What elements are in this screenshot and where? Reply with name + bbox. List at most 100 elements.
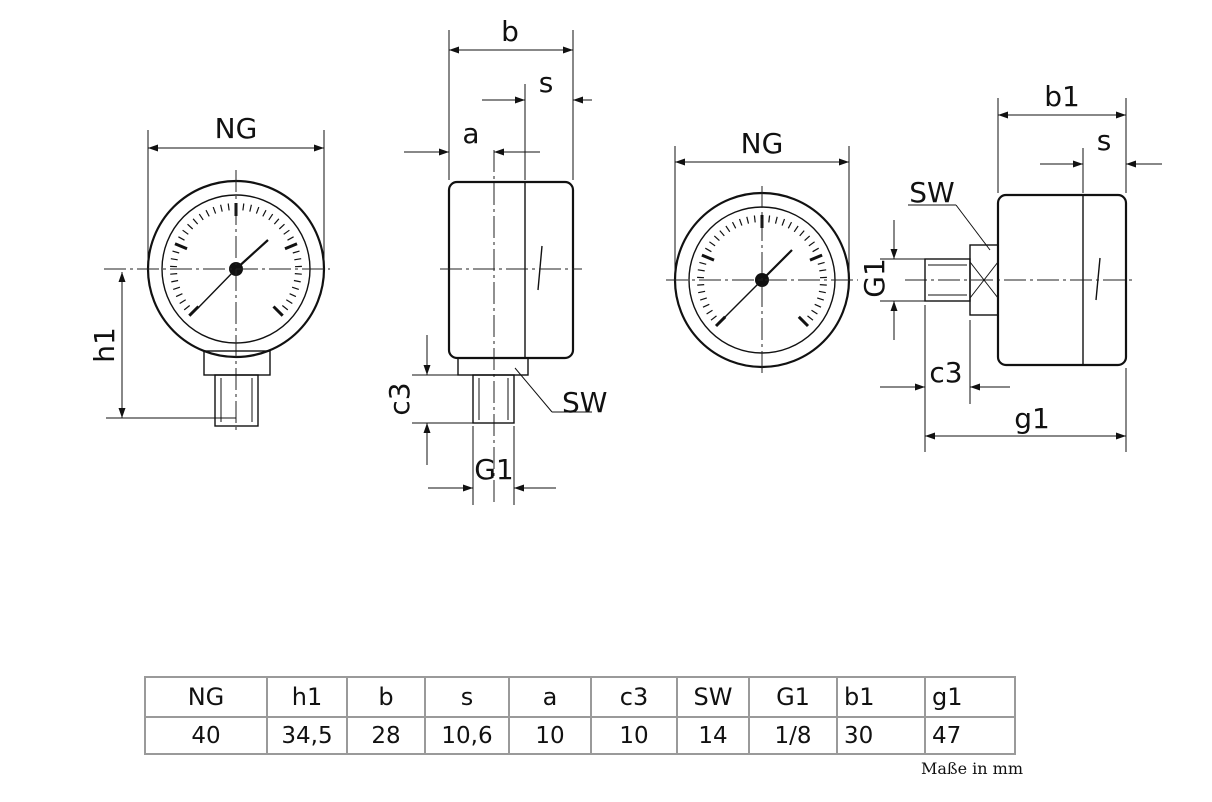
dimensions-table: NG h1 b s a c3 SW G1 b1 g1 40 34,5 28 10…: [144, 676, 1016, 755]
dial-minor-tick: [294, 258, 302, 261]
dial-minor-tick: [192, 218, 199, 225]
dial-minor-tick: [817, 261, 825, 265]
c3-label-back: c3: [929, 356, 962, 389]
table-header-cell: SW: [676, 676, 750, 718]
dial-minor-tick: [781, 218, 786, 226]
dial-major-tick: [701, 253, 715, 262]
front-view-bottom: NG h1: [88, 112, 330, 430]
dial-minor-tick: [709, 241, 716, 247]
dial-minor-tick: [249, 204, 252, 212]
dial-minor-tick: [205, 209, 210, 217]
table-header-row: NG h1 b s a c3 SW G1 b1 g1: [144, 676, 1016, 718]
table-cell: 40: [144, 716, 268, 755]
dial-minor-tick: [289, 293, 297, 298]
g1-length-label: g1: [1014, 402, 1050, 435]
table-header-cell: NG: [144, 676, 268, 718]
dial-minor-tick: [811, 309, 818, 315]
dial-minor-tick: [291, 286, 299, 290]
dial-minor-tick: [725, 225, 731, 233]
dial-minor-tick: [699, 261, 707, 265]
dial-minor-tick: [804, 235, 811, 242]
dial-minor-tick: [808, 241, 815, 247]
h1-label: h1: [88, 327, 121, 363]
b1-label: b1: [1044, 80, 1080, 113]
dial-minor-tick: [787, 221, 793, 229]
dial-minor-tick: [220, 204, 223, 212]
dial-minor-tick: [819, 284, 827, 286]
dial-minor-tick: [753, 215, 756, 223]
table-header-cell: a: [508, 676, 592, 718]
g1-label-back: G1: [858, 258, 891, 298]
dial-minor-tick: [817, 297, 824, 301]
dial-minor-tick: [212, 206, 217, 214]
dial-minor-tick: [710, 315, 717, 321]
dial-major-tick: [174, 242, 188, 251]
dial-minor-tick: [172, 250, 180, 254]
dial-minor-tick: [170, 258, 178, 261]
dial-minor-tick: [187, 223, 194, 230]
units-note: Maße in mm: [921, 759, 1024, 778]
table-cell: 34,5: [266, 716, 348, 755]
table-header-cell: g1: [924, 676, 1016, 718]
dial-minor-tick: [262, 209, 267, 217]
sw-label-back: SW: [909, 176, 954, 209]
dial-minor-tick: [273, 218, 280, 225]
dial-minor-tick: [819, 269, 827, 272]
dial-major-tick: [272, 305, 284, 317]
dial-minor-tick: [182, 229, 189, 235]
a-label: a: [462, 117, 479, 150]
side-view-bottom: b s a c3 SW G1: [383, 15, 607, 505]
dial-minor-tick: [198, 213, 204, 221]
dial-minor-tick: [799, 230, 805, 237]
dial-minor-tick: [793, 225, 799, 233]
dial-minor-tick: [173, 286, 181, 290]
dial-minor-tick: [698, 290, 706, 294]
dial-minor-tick: [746, 216, 750, 224]
dial-minor-tick: [774, 216, 778, 224]
dial-minor-tick: [227, 203, 230, 211]
dial-minor-tick: [807, 315, 814, 321]
table-header-cell: b: [346, 676, 426, 718]
dial-minor-tick: [719, 230, 725, 237]
dial-minor-tick: [702, 303, 710, 308]
table-cell: 30: [836, 716, 926, 755]
c3-label-side: c3: [383, 382, 416, 415]
dial-minor-tick: [697, 269, 705, 272]
table-cell: 10: [508, 716, 592, 755]
dial-minor-tick: [268, 213, 274, 221]
dial-minor-tick: [705, 247, 712, 253]
table-cell: 10: [590, 716, 678, 755]
dial-minor-tick: [278, 223, 285, 230]
dial-minor-tick: [713, 235, 720, 242]
dial-minor-tick: [283, 229, 290, 235]
dial-minor-tick: [292, 250, 300, 254]
dial-minor-tick: [170, 273, 178, 275]
sw-label-side: SW: [562, 386, 607, 419]
technical-drawing: NG h1 b s a c3: [88, 15, 1162, 505]
front-view-back: NG: [666, 127, 858, 374]
dial-major-tick: [797, 315, 810, 328]
dial-minor-tick: [171, 279, 179, 283]
dial-minor-tick: [706, 309, 713, 315]
dial-minor-tick: [293, 279, 301, 283]
table-cell: 10,6: [424, 716, 510, 755]
dial-minor-tick: [178, 236, 185, 241]
dial-minor-tick: [294, 273, 302, 275]
dial-minor-tick: [255, 206, 260, 214]
dial-minor-tick: [700, 297, 707, 301]
dial-minor-tick: [287, 236, 294, 241]
ng-label-front: NG: [215, 112, 258, 145]
dial-minor-tick: [814, 303, 822, 308]
b-label: b: [501, 15, 519, 48]
s-label-side: s: [539, 66, 554, 99]
table-header-cell: G1: [748, 676, 838, 718]
dial-minor-tick: [818, 290, 826, 294]
dial-minor-tick: [768, 215, 771, 223]
dial-minor-tick: [285, 299, 293, 305]
dial-major-tick: [284, 242, 298, 251]
table-row: 40 34,5 28 10,6 10 10 14 1/8 30 47: [144, 716, 1016, 755]
g1-label-side: G1: [474, 453, 514, 486]
s-label-back: s: [1097, 124, 1112, 157]
dial-minor-tick: [179, 299, 187, 305]
table-cell: 1/8: [748, 716, 838, 755]
